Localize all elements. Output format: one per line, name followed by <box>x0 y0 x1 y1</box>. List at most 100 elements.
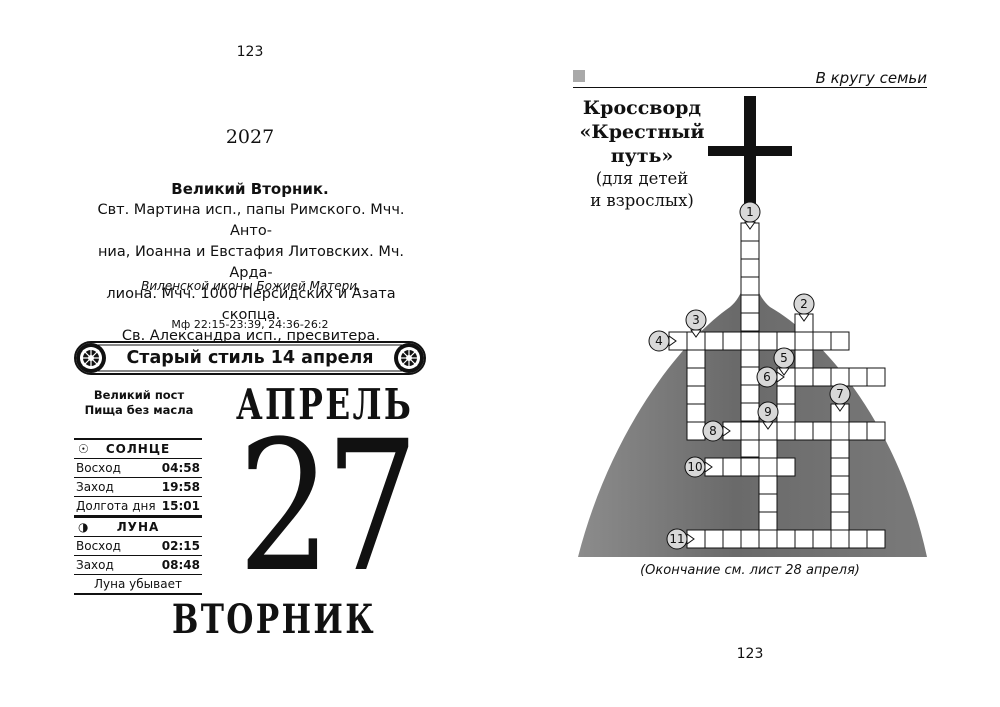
crossword-cell[interactable] <box>866 421 886 441</box>
crossword-cell[interactable] <box>758 529 778 549</box>
row-value: 04:58 <box>161 461 200 475</box>
crossword-cell[interactable] <box>740 276 760 296</box>
clue-number-marker: 6 <box>756 366 785 388</box>
table-row: Заход 19:58 <box>74 478 202 497</box>
clue-number: 10 <box>687 460 702 474</box>
crossword-cell[interactable] <box>776 457 796 477</box>
crossword-cell[interactable] <box>794 421 814 441</box>
clue-number: 6 <box>763 370 771 384</box>
crossword-cell[interactable] <box>704 529 724 549</box>
crossword-cell[interactable] <box>830 493 850 513</box>
moon-header-label: ЛУНА <box>116 520 160 534</box>
weekday-name: ВТОРНИК <box>172 596 376 643</box>
crossword-cell[interactable] <box>740 421 760 441</box>
crossword-title-line: «Крестный <box>579 121 705 143</box>
crossword-cell[interactable] <box>758 475 778 495</box>
crossword-cell[interactable] <box>830 529 850 549</box>
crossword-cell[interactable] <box>830 475 850 495</box>
crossword-cell[interactable] <box>776 385 796 405</box>
crossword-cell[interactable] <box>848 421 868 441</box>
row-value: 02:15 <box>161 539 200 553</box>
direction-arrow-icon <box>686 533 695 545</box>
crossword-cell[interactable] <box>740 366 760 386</box>
clue-number: 1 <box>746 205 754 219</box>
clue-number-marker: 11 <box>666 528 695 550</box>
row-value: 15:01 <box>161 499 200 513</box>
crossword-cell[interactable] <box>704 331 724 351</box>
crossword-cell[interactable] <box>848 529 868 549</box>
page-number: 123 <box>236 44 264 60</box>
crossword-cell[interactable] <box>812 421 832 441</box>
crossword-cell[interactable] <box>794 331 814 351</box>
crossword-cell[interactable] <box>740 312 760 332</box>
crossword-cell[interactable] <box>686 421 706 441</box>
crossword-cell[interactable] <box>722 529 742 549</box>
direction-arrow-icon <box>704 461 713 473</box>
crossword-cell[interactable] <box>740 457 760 477</box>
crossword-cell[interactable] <box>686 385 706 405</box>
table-row: Долгота дня 15:01 <box>74 497 202 516</box>
row-label: Заход <box>76 480 114 494</box>
crossword-cell[interactable] <box>740 294 760 314</box>
clue-number-marker: 4 <box>648 330 677 352</box>
crossword-cell[interactable] <box>866 367 886 387</box>
crossword-cell[interactable] <box>758 493 778 513</box>
table-row: Заход 08:48 <box>74 556 202 575</box>
crossword-cell[interactable] <box>776 331 796 351</box>
saints-line: Св. Александра исп., пресвитера. <box>121 328 381 344</box>
section-divider <box>573 87 927 88</box>
ornament-icon <box>394 343 424 373</box>
crossword-cell[interactable] <box>776 529 796 549</box>
crossword-cell[interactable] <box>848 367 868 387</box>
crossword-cell[interactable] <box>686 403 706 423</box>
crossword-cell[interactable] <box>758 457 778 477</box>
crossword-cell[interactable] <box>740 529 760 549</box>
crossword-cell[interactable] <box>740 258 760 278</box>
icon-commemoration: Виленской иконы Божией Матери. <box>141 279 361 293</box>
crossword-cell[interactable] <box>758 439 778 459</box>
direction-arrow-icon <box>834 403 846 412</box>
direction-arrow-icon <box>722 425 731 437</box>
crossword-cell[interactable] <box>812 331 832 351</box>
crossword-cell[interactable] <box>830 457 850 477</box>
crossword-cell[interactable] <box>722 457 742 477</box>
crossword-cell[interactable] <box>830 421 850 441</box>
crossword-cell[interactable] <box>776 403 796 423</box>
clue-number: 11 <box>669 532 684 546</box>
crossword-cell[interactable] <box>758 511 778 531</box>
crossword-cell[interactable] <box>830 367 850 387</box>
crossword-cell[interactable] <box>812 367 832 387</box>
year: 2027 <box>225 126 275 148</box>
crossword-cell[interactable] <box>830 439 850 459</box>
saints-line: Свт. Мартина исп., папы Римского. Мчч. А… <box>97 202 405 239</box>
crossword-cell[interactable] <box>686 349 706 369</box>
crossword-cell[interactable] <box>740 384 760 404</box>
row-label: Восход <box>76 461 121 475</box>
crossword-cell[interactable] <box>830 511 850 531</box>
table-row: Восход 02:15 <box>74 537 202 556</box>
crossword-cell[interactable] <box>794 367 814 387</box>
continuation-note: (Окончание см. лист 28 апреля) <box>640 563 860 578</box>
crossword-cell[interactable] <box>758 331 778 351</box>
crossword-cell[interactable] <box>740 438 760 458</box>
saints-line: лиона. Мчч. 1000 Персидских и Азата скоп… <box>106 286 396 323</box>
crossword-cell[interactable] <box>794 529 814 549</box>
crossword-cell[interactable] <box>776 421 796 441</box>
crossword-cell[interactable] <box>830 331 850 351</box>
crossword-cell[interactable] <box>740 240 760 260</box>
crossword-cell[interactable] <box>740 348 760 368</box>
crossword-cell[interactable] <box>866 529 886 549</box>
crossword-cell[interactable] <box>812 529 832 549</box>
crossword-cell[interactable] <box>722 331 742 351</box>
crossword-cell[interactable] <box>740 331 760 351</box>
clue-number-marker: 9 <box>757 401 779 430</box>
crossword-cell[interactable] <box>686 367 706 387</box>
fasting-line: Великий пост <box>93 388 185 402</box>
direction-arrow-icon <box>776 371 785 383</box>
moon-icon: ◑ <box>78 520 89 534</box>
crossword-cell[interactable] <box>794 349 814 369</box>
crossword-cell[interactable] <box>740 402 760 422</box>
crossword-title: Кроссворд «Крестный путь» <box>576 96 708 168</box>
row-value: 19:58 <box>161 480 200 494</box>
